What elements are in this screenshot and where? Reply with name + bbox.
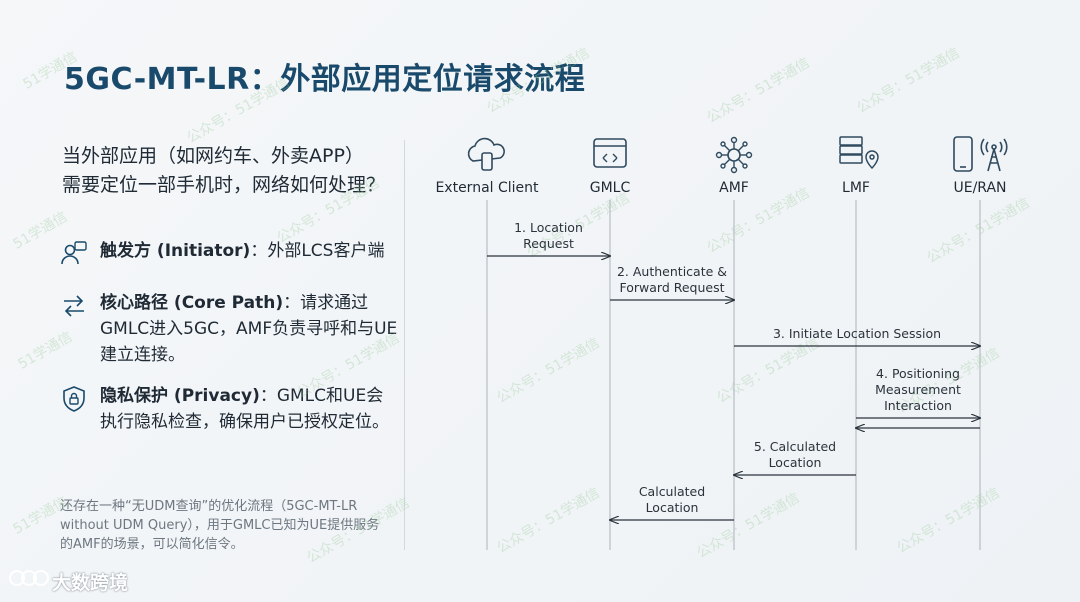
point-label: 触发方 (Initiator) bbox=[100, 241, 251, 261]
message-label: 3. Initiate Location Session bbox=[773, 326, 941, 341]
participant-label: AMF bbox=[719, 180, 749, 196]
point-label: 核心路径 (Core Path) bbox=[100, 293, 284, 313]
server-window-icon bbox=[593, 138, 627, 168]
intro-text: 当外部应用（如网约车、外卖APP） 需要定位一部手机时，网络如何处理？ bbox=[62, 142, 392, 200]
participant-label: LMF bbox=[842, 180, 870, 196]
intro-line-2: 需要定位一部手机时，网络如何处理？ bbox=[62, 174, 386, 196]
cloud-phone-icon bbox=[467, 137, 505, 171]
message-label: 2. Authenticate & bbox=[617, 264, 727, 279]
point-label: 隐私保护 (Privacy) bbox=[100, 386, 260, 406]
user-chat-icon bbox=[61, 241, 87, 265]
message-label: Location bbox=[769, 455, 822, 470]
footnote: 还存在一种“无UDM查询”的优化流程（5GC-MT-LR without UDM… bbox=[60, 499, 380, 552]
message-label: Interaction bbox=[884, 398, 952, 413]
message-label: 4. Positioning bbox=[876, 366, 960, 381]
swap-arrows-icon bbox=[64, 295, 84, 317]
server-location-icon bbox=[839, 136, 879, 170]
message-label: Measurement bbox=[875, 382, 961, 397]
network-hub-icon bbox=[715, 136, 753, 174]
participant-label: External Client bbox=[435, 180, 539, 196]
divider bbox=[404, 140, 405, 550]
point-text: ：GMLC和UE会执行隐私检查，确保用户已授权定位。 bbox=[100, 386, 389, 432]
participant-label: GMLC bbox=[590, 180, 631, 196]
message-label: Calculated bbox=[639, 484, 705, 499]
message-label: 5. Calculated bbox=[754, 439, 836, 454]
message-label: Forward Request bbox=[619, 280, 724, 295]
point-text: ：外部LCS客户端 bbox=[250, 241, 385, 261]
point-text: ：请求通过GMLC进入5GC，AMF负责寻呼和与UE建立连接。 bbox=[100, 293, 398, 365]
message-label: Location bbox=[646, 500, 699, 515]
intro-line-1: 当外部应用（如网约车、外卖APP） bbox=[62, 145, 364, 167]
message-label: 1. Location bbox=[514, 220, 583, 235]
page-title: 5GC-MT-LR：外部应用定位请求流程 bbox=[64, 62, 586, 97]
message-label: Request bbox=[523, 236, 574, 251]
participant-label: UE/RAN bbox=[953, 180, 1006, 196]
logo-icon bbox=[9, 570, 49, 586]
logo-text: 大数跨境 bbox=[52, 572, 129, 594]
phone-tower-icon bbox=[953, 136, 1008, 172]
shield-lock-icon bbox=[63, 386, 85, 412]
